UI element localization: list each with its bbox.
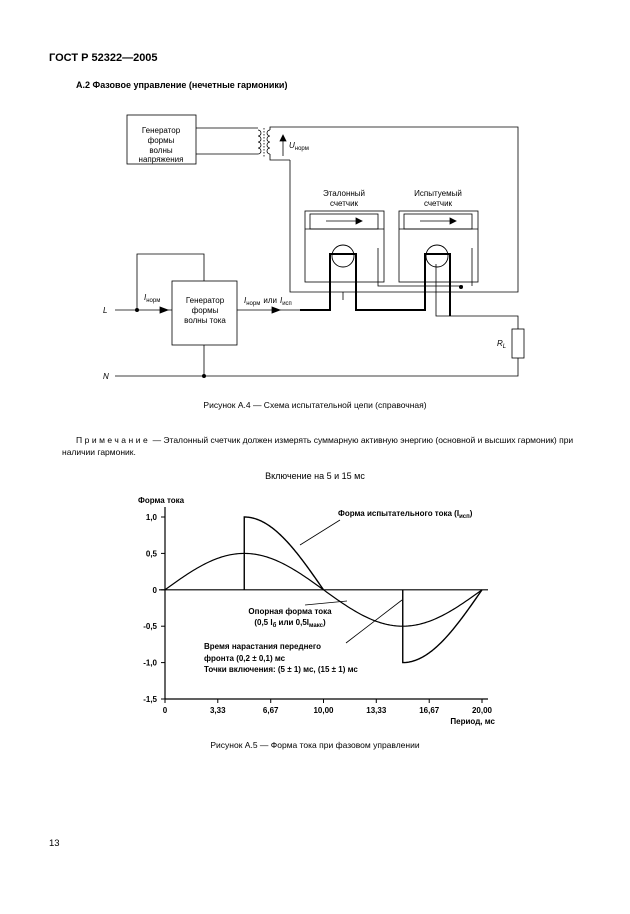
- test-current-curve-negative: [402, 589, 483, 664]
- figure-a4-caption: Рисунок А.4 — Схема испытательной цепи (…: [203, 400, 427, 410]
- test-meter-coil: [425, 244, 449, 268]
- x-tick-label: 10,00: [313, 706, 334, 715]
- neutral-label: N: [103, 372, 109, 381]
- document-header: ГОСТ Р 52322—2005: [49, 52, 158, 64]
- note-paragraph: Примечание — Эталонный счетчик должен из…: [62, 434, 582, 458]
- x-tick-label: 3,33: [210, 706, 226, 715]
- x-tick-label: 20,00: [472, 706, 493, 715]
- x-tick-label: 16,67: [419, 706, 440, 715]
- y-tick-label: -0,5: [143, 622, 157, 631]
- note-label: Примечание: [76, 435, 151, 445]
- x-axis-label: Период, мс: [450, 717, 495, 726]
- transformer-primary-coil: [257, 129, 262, 155]
- reference-meter-coil: [331, 244, 355, 268]
- x-tick-label: 6,67: [263, 706, 279, 715]
- reference-meter-box: [304, 210, 385, 283]
- load-resistor: [511, 328, 525, 359]
- y-tick-label: 0: [153, 586, 158, 595]
- test-meter-box: [398, 210, 479, 283]
- test-current-curve-positive: [243, 516, 325, 591]
- reference-current-annotation-1: Опорная форма тока: [248, 607, 332, 616]
- chart-subtitle: Включение на 5 и 15 мс: [265, 471, 365, 481]
- current-generator-box: [171, 280, 238, 346]
- line-label: L: [103, 306, 107, 315]
- note-text: — Эталонный счетчик должен измерять сумм…: [62, 435, 574, 457]
- transformer-secondary-coil: [266, 129, 271, 155]
- y-tick-label: 0,5: [146, 549, 158, 558]
- rise-time-annotation-1: Время нарастания переднего: [204, 642, 321, 651]
- reference-meter-label-1: Эталонный: [323, 189, 365, 198]
- test-current-annotation: Форма испытательного тока (Iисп): [338, 509, 473, 520]
- current-generator-label-1: Генератор: [186, 296, 225, 305]
- y-tick-label: -1,5: [143, 695, 157, 704]
- reference-meter-label-2: счетчик: [330, 199, 359, 208]
- voltage-label: Uнорм: [289, 141, 309, 152]
- x-tick-label: 0: [163, 706, 168, 715]
- y-tick-label: 1,0: [146, 513, 158, 522]
- voltage-generator-label-2: формы: [148, 136, 175, 145]
- section-title: А.2 Фазовое управление (нечетные гармони…: [76, 80, 288, 90]
- rise-time-annotation-3: Точки включения: (5 ± 1) мс, (15 ± 1) мс: [204, 665, 358, 674]
- rise-time-annotation-2: фронта (0,2 ± 0,1) мс: [204, 654, 286, 663]
- voltage-generator-label-4: напряжения: [139, 155, 184, 164]
- voltage-generator-box: [126, 114, 197, 165]
- figure-a5-caption: Рисунок А.5 — Форма тока при фазовом упр…: [210, 740, 420, 750]
- y-axis-label: Форма тока: [138, 496, 185, 505]
- current-generator-label-2: формы: [192, 306, 219, 315]
- page-number: 13: [49, 838, 60, 849]
- load-label: RL: [497, 339, 506, 350]
- current-path-wire: [300, 253, 451, 316]
- current-label-left: Iнорм: [144, 293, 160, 304]
- test-meter-label-2: счетчик: [424, 199, 453, 208]
- voltage-generator-label-1: Генератор: [142, 126, 181, 135]
- voltage-generator-label-3: волны: [149, 146, 173, 155]
- test-circuit-diagram: Генератор формы волны напряжения Генерат…: [103, 114, 525, 381]
- reference-current-annotation-2: (0,5 Iб или 0,5Iмакс): [254, 618, 326, 629]
- test-meter-label-1: Испытуемый: [414, 189, 462, 198]
- current-waveform-chart: 1,0 0,5 0 -0,5 -1,0 -1,5 0 3,33 6,67 10,00 13,33 16…: [138, 496, 496, 726]
- x-tick-label: 13,33: [366, 706, 387, 715]
- y-tick-label: -1,0: [143, 659, 157, 668]
- current-generator-label-3: волны тока: [184, 316, 226, 325]
